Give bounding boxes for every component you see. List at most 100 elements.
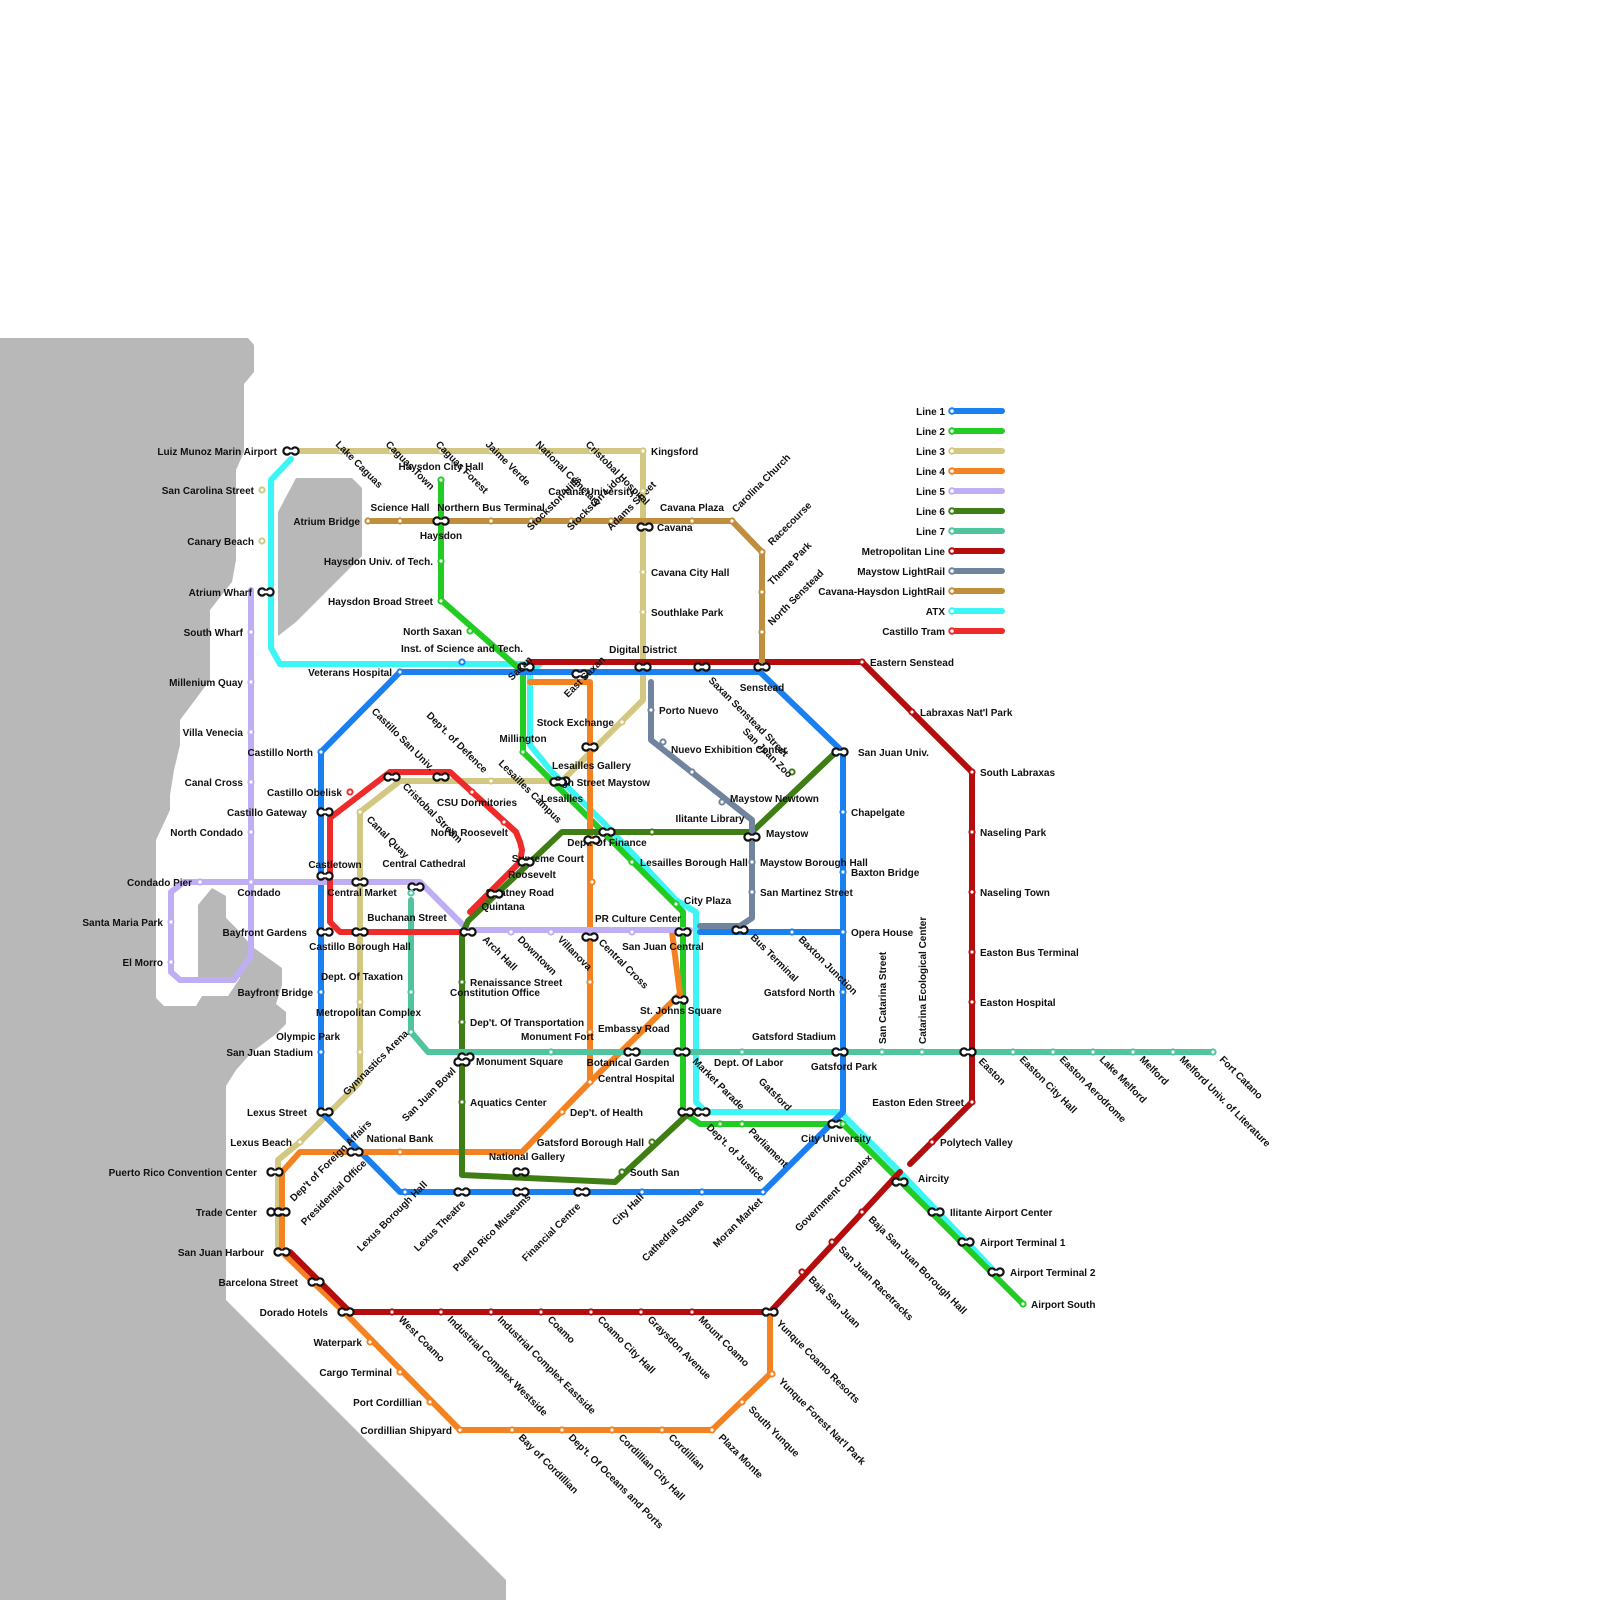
station-dept-transportation[interactable]: Dep't. Of Transportation bbox=[459, 1018, 584, 1029]
station-dorado-hotels[interactable]: Dorado Hotels bbox=[260, 1308, 354, 1319]
station-condado-pier[interactable]: Condado Pier bbox=[127, 878, 203, 889]
station-cavana-city-hall[interactable]: Cavana City Hall bbox=[640, 568, 729, 579]
station-label: Catarina Ecological Center bbox=[918, 917, 929, 1044]
station-st-johns[interactable]: St. Johns Square bbox=[640, 996, 722, 1017]
station-cavana-university[interactable]: Cavana University bbox=[548, 487, 645, 498]
station-canal-cross[interactable]: Canal Cross bbox=[185, 778, 254, 789]
station-bus-terminal[interactable]: Bus Terminal bbox=[732, 926, 800, 984]
station-san-carolina[interactable]: San Carolina Street bbox=[162, 486, 265, 497]
station-naseling-town[interactable]: Naseling Town bbox=[969, 888, 1049, 899]
station-el-morro[interactable]: El Morro bbox=[122, 958, 173, 969]
station-embassy-road[interactable]: Embassy Road bbox=[587, 1024, 669, 1035]
station-trade-center[interactable]: Trade Center bbox=[196, 1208, 283, 1219]
station-veterans-hospital[interactable]: Veterans Hospital bbox=[308, 668, 403, 679]
station-canary-beach[interactable]: Canary Beach bbox=[187, 537, 264, 548]
station-bayfront-gardens[interactable]: Bayfront Gardens bbox=[223, 928, 333, 939]
station-porto-nuevo[interactable]: Porto Nuevo bbox=[648, 706, 718, 717]
station-labraxas-park[interactable]: Labraxas Nat'l Park bbox=[909, 708, 1012, 719]
station-millington[interactable]: Millington bbox=[499, 734, 546, 755]
station-north-condado[interactable]: North Condado bbox=[170, 828, 253, 839]
station-eastern-senstead[interactable]: Eastern Senstead bbox=[859, 658, 954, 669]
station-castillo-gateway[interactable]: Castillo Gateway bbox=[227, 808, 333, 819]
station-santa-maria-park[interactable]: Santa Maria Park bbox=[82, 918, 173, 929]
station-gatsford-borough[interactable]: Gatsford Borough Hall bbox=[537, 1138, 655, 1149]
station-millenium-quay[interactable]: Millenium Quay bbox=[169, 678, 254, 689]
station-lesailles-borough[interactable]: Lesailles Borough Hall bbox=[629, 858, 748, 869]
station-castletown[interactable]: Castletown bbox=[308, 860, 361, 880]
station-carolina-church[interactable]: Carolina Church bbox=[729, 452, 793, 523]
station-san-catarina[interactable]: San Catarina Street bbox=[878, 951, 889, 1055]
station-luiz-munoz[interactable]: Luiz Munoz Marin Airport bbox=[157, 447, 298, 458]
station-san-juan-univ[interactable]: San Juan Univ. bbox=[832, 748, 929, 759]
station-aquatics-center[interactable]: Aquatics Center bbox=[459, 1098, 546, 1109]
station-waterpark[interactable]: Waterpark bbox=[313, 1338, 372, 1349]
station-south-yunque[interactable]: South Yunque bbox=[739, 1399, 801, 1459]
station-easton-bus[interactable]: Easton Bus Terminal bbox=[969, 948, 1079, 959]
station-industrial-westside[interactable]: Industrial Complex Westside bbox=[438, 1309, 549, 1419]
station-cathedral-square[interactable]: Cathedral Square bbox=[640, 1189, 707, 1264]
station-dept-justice[interactable]: Dep't. of Justice bbox=[694, 1108, 766, 1184]
station-moran-market[interactable]: Moran Market bbox=[711, 1189, 765, 1250]
station-haysdon-univ[interactable]: Haysdon Univ. of Tech. bbox=[324, 557, 444, 568]
station-polytech-valley[interactable]: Polytech Valley bbox=[929, 1138, 1013, 1149]
station-national-gallery[interactable]: National Gallery bbox=[489, 1152, 566, 1176]
station-atrium-wharf[interactable]: Atrium Wharf bbox=[189, 588, 274, 599]
station-easton-aerodrome[interactable]: Easton Aerodrome bbox=[1050, 1049, 1128, 1125]
station-pr-museums[interactable]: Puerto Rico Museums bbox=[451, 1188, 533, 1274]
station-baxton-bridge[interactable]: Baxton Bridge bbox=[840, 868, 919, 879]
station-plaza-monte[interactable]: Plaza Monte bbox=[709, 1427, 764, 1481]
station-monument-square[interactable]: Monument Square bbox=[458, 1053, 563, 1068]
station-south-labraxas[interactable]: South Labraxas bbox=[969, 768, 1055, 779]
station-naseling-park[interactable]: Naseling Park bbox=[969, 828, 1046, 839]
station-cordillian[interactable]: Cordillian bbox=[659, 1427, 706, 1472]
station-easton-eden[interactable]: Easton Eden Street bbox=[872, 1098, 974, 1109]
station-metropolitan-complex[interactable]: Metropolitan Complex bbox=[316, 999, 421, 1019]
station-canal-quay[interactable]: Canal Quay bbox=[357, 809, 410, 861]
station-west-coamo[interactable]: West Coamo bbox=[389, 1309, 446, 1364]
station-atrium-bridge[interactable]: Atrium Bridge bbox=[293, 517, 370, 528]
station-csu-dorms[interactable]: CSU Dormitories bbox=[437, 789, 517, 809]
station-stock-exchange[interactable]: Stock Exchange bbox=[537, 718, 625, 729]
station-castillo-north[interactable]: Castillo North bbox=[247, 748, 323, 759]
station-central-hospital[interactable]: Central Hospital bbox=[587, 1074, 675, 1085]
station-baja-san-juan[interactable]: Baja San Juan bbox=[799, 1269, 862, 1330]
station-castillo-obelisk[interactable]: Castillo Obelisk bbox=[267, 788, 353, 799]
station-industrial-eastside[interactable]: Industrial Complex Eastside bbox=[488, 1309, 597, 1417]
station-senstead[interactable]: Senstead bbox=[740, 663, 784, 694]
station-dept-health[interactable]: Dep't. of Health bbox=[559, 1108, 643, 1119]
station-pr-convention[interactable]: Puerto Rico Convention Center bbox=[109, 1168, 283, 1179]
station-gymnastics-arena[interactable]: Gymnastics Arena bbox=[341, 1028, 413, 1098]
station-dept-oceans[interactable]: Dep't. Of Oceans and Ports bbox=[559, 1427, 665, 1531]
station-airport-south[interactable]: Airport South bbox=[1020, 1300, 1095, 1311]
station-lexus-street[interactable]: Lexus Street bbox=[247, 1108, 333, 1119]
station-san-juan-harbour[interactable]: San Juan Harbour bbox=[178, 1248, 290, 1259]
station-south-wharf[interactable]: South Wharf bbox=[184, 628, 254, 639]
station-villa-venecia[interactable]: Villa Venecia bbox=[183, 728, 254, 739]
station-bayfront-bridge[interactable]: Bayfront Bridge bbox=[237, 988, 323, 999]
station-kingsford[interactable]: Kingsford bbox=[640, 447, 698, 458]
station-cordillian-shipyard[interactable]: Cordillian Shipyard bbox=[360, 1426, 462, 1437]
station-maystow-newtown[interactable]: Maystow Newtown bbox=[719, 794, 819, 805]
station-easton-hospital[interactable]: Easton Hospital bbox=[969, 998, 1055, 1009]
station-city-hall[interactable]: City Hall bbox=[610, 1189, 646, 1228]
station-lexus-theatre[interactable]: Lexus Theatre bbox=[412, 1188, 469, 1254]
station-lexus-beach[interactable]: Lexus Beach bbox=[230, 1138, 302, 1149]
station-melford[interactable]: Melford bbox=[1130, 1049, 1170, 1087]
station-san-juan-stadium[interactable]: San Juan Stadium bbox=[226, 1048, 323, 1059]
station-airport-t2[interactable]: Airport Terminal 2 bbox=[988, 1268, 1095, 1279]
station-southlake-park[interactable]: Southlake Park bbox=[640, 608, 723, 619]
station-central-cathedral[interactable]: Central Cathedral bbox=[382, 859, 466, 891]
station-jaime-verde[interactable]: Jaime Verde bbox=[483, 439, 532, 488]
station-haysdon-broad[interactable]: Haysdon Broad Street bbox=[328, 597, 444, 608]
station-gatsford-north[interactable]: Gatsford North bbox=[764, 988, 846, 999]
station-san-martinez[interactable]: San Martinez Street bbox=[749, 888, 853, 899]
station-catarina-eco[interactable]: Catarina Ecological Center bbox=[918, 917, 929, 1055]
station-dept-taxation[interactable]: Dept. Of Taxation bbox=[321, 972, 414, 995]
station-chapelgate[interactable]: Chapelgate bbox=[840, 808, 905, 819]
station-opera-house[interactable]: Opera House bbox=[840, 928, 913, 939]
station-port-cordillian[interactable]: Port Cordillian bbox=[353, 1398, 433, 1409]
station-yunque-forest[interactable]: Yunque Forest Nat'l Park bbox=[769, 1371, 867, 1467]
station-downtown[interactable]: Downtown bbox=[508, 929, 558, 977]
station-north-saxan[interactable]: North Saxan bbox=[403, 627, 473, 638]
station-cargo-terminal[interactable]: Cargo Terminal bbox=[319, 1368, 402, 1379]
